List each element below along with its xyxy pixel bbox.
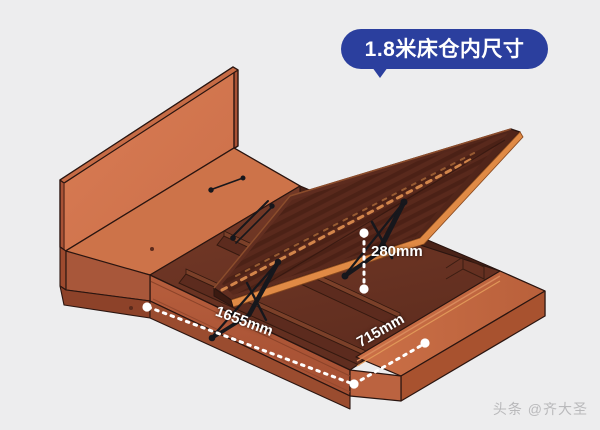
hinge-pivot-rear [230,200,275,244]
title-badge: 1.8米床仓内尺寸 [341,29,548,69]
dimension-label-height: 280mm [371,243,423,260]
badge-pointer [372,67,388,78]
watermark: 头条 @齐大圣 [492,401,588,417]
side-rail-right [355,256,546,402]
dimension-line-715mm [352,338,430,386]
side-rail-left [59,246,351,410]
lift-platform [213,128,524,309]
dimension-line-280mm [359,228,369,294]
title-badge-label: 1.8米床仓内尺寸 [364,37,525,61]
platform-vent-holes [220,149,481,292]
hinge-bracket-headboard [208,175,246,193]
headboard [59,66,239,253]
gas-strut-hinge-left [208,258,282,342]
gas-strut-hinge-right [341,198,408,280]
